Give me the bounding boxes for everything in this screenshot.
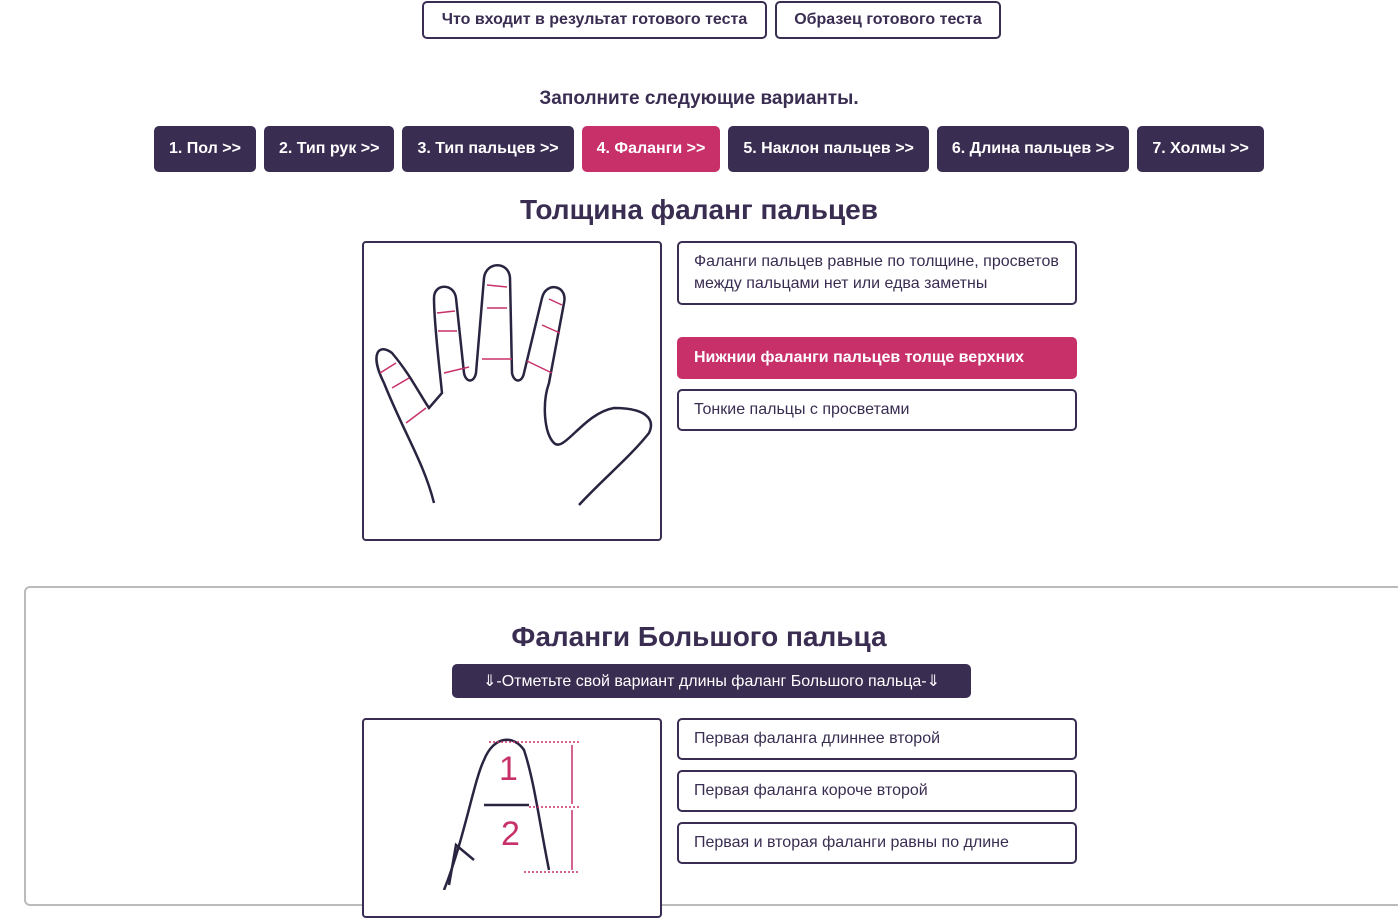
option-thin-gaps[interactable]: Тонкие пальцы с просветами bbox=[677, 389, 1077, 431]
fill-prompt: Заполните следующие варианты. bbox=[539, 88, 859, 109]
phalanx-label-2: 2 bbox=[501, 815, 520, 853]
tab-phalanges[interactable]: 4. Фаланги >> bbox=[581, 126, 721, 172]
option-equal-length[interactable]: Первая и вторая фаланги равны по длине bbox=[677, 822, 1077, 864]
tab-finger-length[interactable]: 6. Длина пальцев >> bbox=[936, 126, 1130, 172]
result-contents-button[interactable]: Что входит в результат готового теста bbox=[422, 1, 767, 39]
thumb-illustration: 1 2 bbox=[362, 718, 662, 918]
section-title-thickness: Толщина фаланг пальцев bbox=[520, 194, 878, 225]
option-first-shorter[interactable]: Первая фаланга короче второй bbox=[677, 770, 1077, 812]
option-first-longer[interactable]: Первая фаланга длиннее второй bbox=[677, 718, 1077, 760]
sample-test-button[interactable]: Образец готового теста bbox=[775, 1, 1001, 39]
phalanx-label-1: 1 bbox=[499, 750, 518, 788]
option-equal-thickness[interactable]: Фаланги пальцев равные по толщине, просв… bbox=[677, 241, 1077, 305]
step-tabs: 1. Пол >> 2. Тип рук >> 3. Тип пальцев >… bbox=[154, 126, 1264, 172]
tab-finger-type[interactable]: 3. Тип пальцев >> bbox=[402, 126, 574, 172]
tab-gender[interactable]: 1. Пол >> bbox=[154, 126, 256, 172]
tab-mounts[interactable]: 7. Холмы >> bbox=[1137, 126, 1264, 172]
option-lower-thicker[interactable]: Нижнии фаланги пальцев толще верхних bbox=[677, 337, 1077, 379]
tab-finger-tilt[interactable]: 5. Наклон пальцев >> bbox=[728, 126, 929, 172]
section-title-thumb: Фаланги Большого пальца bbox=[511, 621, 887, 652]
tab-hand-type[interactable]: 2. Тип рук >> bbox=[263, 126, 395, 172]
thumb-hint-banner: ⇓-Отметьте свой вариант длины фаланг Бол… bbox=[452, 664, 971, 698]
hand-illustration bbox=[362, 241, 662, 541]
